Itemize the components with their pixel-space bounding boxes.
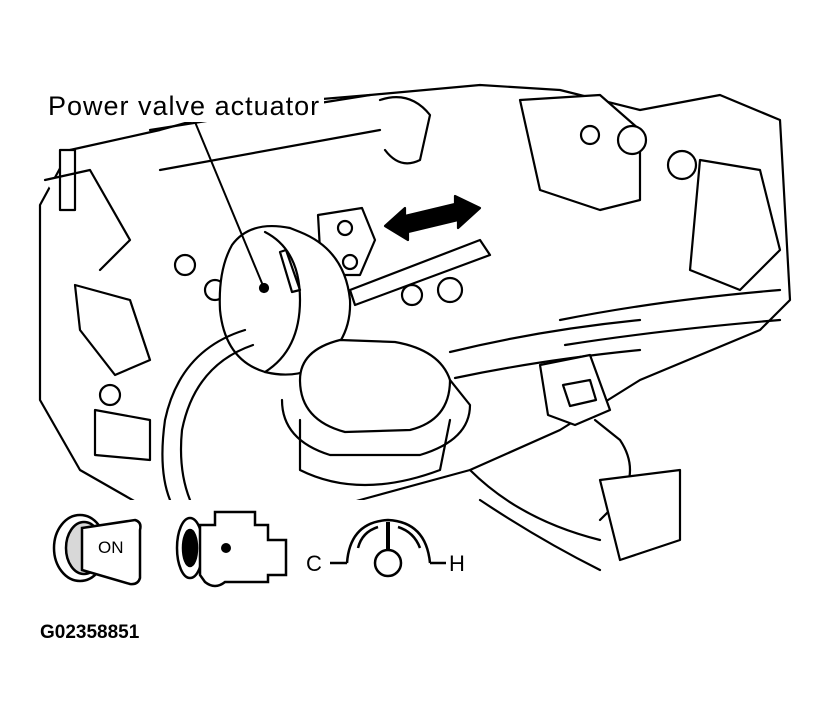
bracket-hole <box>341 253 359 271</box>
hose-right <box>558 288 782 347</box>
bolt <box>173 253 197 277</box>
bolt <box>98 383 122 407</box>
gauge-cold-label: C <box>306 551 322 576</box>
sensor-detail <box>561 378 598 408</box>
actuator-rod <box>348 238 492 307</box>
lower-pipe <box>468 468 602 572</box>
bolt <box>666 149 698 181</box>
bracket-hole <box>336 219 354 237</box>
vacuum-hose <box>161 328 255 502</box>
radiator-neck <box>298 418 452 487</box>
ignition-key-icon <box>52 513 142 586</box>
bolt <box>400 283 424 307</box>
bolt <box>579 124 601 146</box>
temperature-gauge-icon <box>330 518 446 578</box>
lower-bracket <box>598 468 682 562</box>
left-pipe <box>43 148 132 272</box>
movement-arrow-icon <box>383 194 482 242</box>
radiator-cap <box>298 338 452 434</box>
ignition-key-label: ON <box>98 538 124 557</box>
coolant-hose <box>448 318 642 380</box>
power-valve-actuator-label: Power valve actuator <box>44 90 325 122</box>
actuator-slot <box>278 248 302 294</box>
upper-block <box>518 93 642 212</box>
sensor-connector <box>538 353 612 427</box>
engine-running-icon <box>175 510 288 588</box>
gauge-hot-label: H <box>449 551 465 576</box>
bolt <box>616 124 648 156</box>
actuator-ring <box>263 230 302 374</box>
callout-leader-line <box>194 121 265 289</box>
figure-id: G02358851 <box>40 622 140 643</box>
bolt <box>436 276 464 304</box>
left-clamp <box>93 408 152 462</box>
right-bracket <box>688 158 782 292</box>
pipe-upper-right <box>378 96 432 165</box>
left-connector <box>73 283 152 377</box>
radiator-cap-base <box>280 378 472 457</box>
